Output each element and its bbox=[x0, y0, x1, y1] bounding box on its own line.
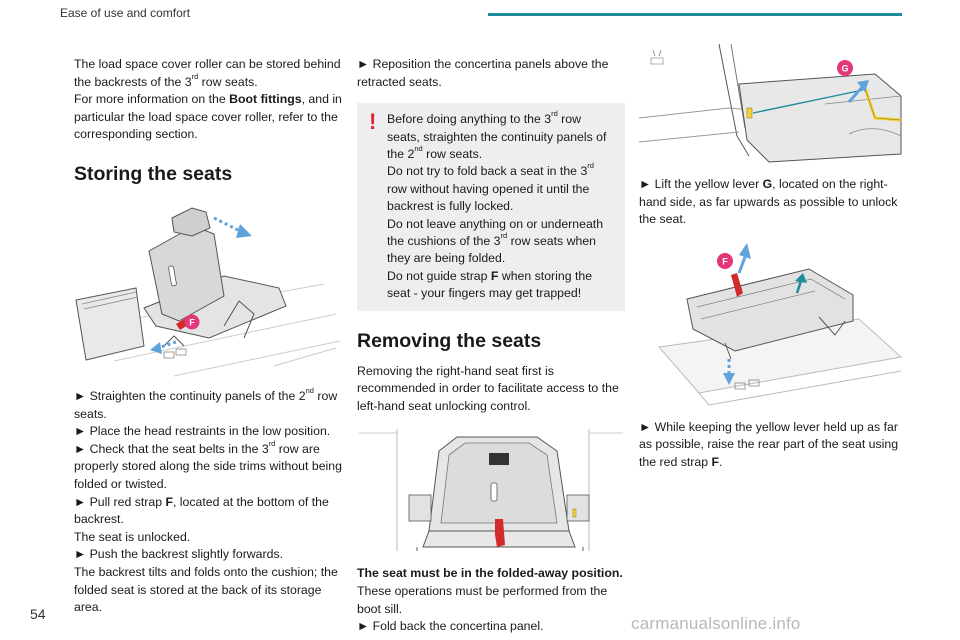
lever-illustration: G bbox=[638, 43, 907, 166]
raise-seat-illustration: F bbox=[639, 239, 907, 409]
storing-seats-heading: Storing the seats bbox=[74, 162, 233, 185]
section-title: Ease of use and comfort bbox=[60, 6, 191, 20]
page-number: 54 bbox=[30, 606, 46, 622]
watermark: carmanualsonline.info bbox=[631, 614, 801, 633]
intro-paragraph: The load space cover roller can be store… bbox=[74, 57, 341, 89]
step-push-backrest: ► Push the backrest slightly forwards. bbox=[74, 547, 284, 562]
folded-away-requirement: The seat must be in the folded-away posi… bbox=[357, 566, 623, 581]
step-head-restraints: ► Place the head restraints in the low p… bbox=[74, 424, 331, 439]
storing-seat-illustration: F bbox=[74, 196, 342, 378]
step-straighten-panels: ► Straighten the continuity panels of th… bbox=[74, 385, 338, 421]
backrest-folds-text: The backrest tilts and folds onto the cu… bbox=[74, 564, 338, 615]
warning-box: ! Before doing anything to the 3rd row s… bbox=[357, 103, 625, 311]
step-reposition-panels: ► Reposition the concertina panels above… bbox=[357, 57, 609, 89]
warning-line-1: Before doing anything to the 3rd row sea… bbox=[387, 109, 607, 161]
callout-f-badge bbox=[184, 314, 200, 330]
step-lift-lever: ► Lift the yellow lever G, located on th… bbox=[639, 177, 898, 227]
column-1: The load space cover roller can be store… bbox=[74, 56, 342, 617]
callout-f2-badge bbox=[717, 252, 733, 269]
step-pull-strap: ► Pull red strap F, located at the botto… bbox=[74, 494, 329, 527]
svg-text:G: G bbox=[841, 64, 848, 74]
warning-line-2: Do not try to fold back a seat in the 3r… bbox=[387, 161, 594, 214]
warning-icon: ! bbox=[369, 109, 377, 135]
removing-intro-paragraph: Removing the right-hand seat first is re… bbox=[357, 363, 619, 413]
removing-seats-heading: Removing the seats bbox=[357, 329, 542, 352]
seat-unlocked-text: The seat is unlocked. bbox=[74, 529, 191, 544]
svg-text:F: F bbox=[189, 317, 195, 327]
step-fold-back-panel: ► Fold back the concertina panel. bbox=[357, 619, 544, 634]
step-raise-seat: ► While keeping the yellow lever held up… bbox=[639, 419, 899, 469]
callout-g-badge bbox=[837, 60, 853, 76]
column-2: ► Reposition the concertina panels above… bbox=[357, 56, 625, 636]
more-info-paragraph: For more information on the Boot fitting… bbox=[74, 92, 342, 142]
svg-text:F: F bbox=[722, 256, 728, 266]
column-3: G ► Lift the yellow lever G, located on … bbox=[638, 43, 907, 472]
warning-line-4: Do not guide strap F when storing the se… bbox=[387, 268, 593, 301]
warning-line-3: Do not leave anything on or underneath t… bbox=[387, 216, 604, 266]
folded-seat-illustration bbox=[357, 423, 625, 555]
step-check-belts: ► Check that the seat belts in the 3rd r… bbox=[74, 438, 342, 491]
boot-sill-paragraph: These operations must be performed from … bbox=[357, 584, 608, 616]
header-accent-bar bbox=[488, 13, 902, 16]
